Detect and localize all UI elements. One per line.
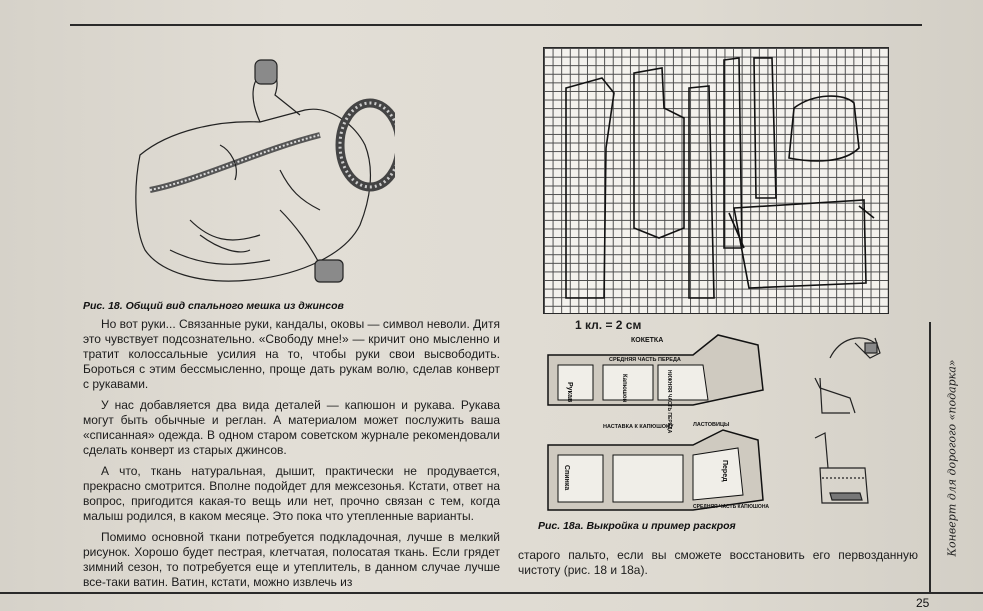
bottom-rule	[0, 592, 983, 594]
top-rule	[70, 24, 922, 26]
label-rukav: Рукав	[566, 382, 573, 403]
paragraph-2: У нас добавляется два вида деталей — кап…	[83, 398, 500, 457]
label-srednyaya-pered: СРЕДНЯЯ ЧАСТЬ ПЕРЕДА	[609, 357, 681, 363]
label-kaposhon: Капюшон	[621, 374, 627, 402]
figure-18-caption: Рис. 18. Общий вид спального мешка из дж…	[83, 300, 344, 312]
pattern-grid	[543, 47, 889, 314]
paragraph-1: Но вот руки... Связанные руки, кандалы, …	[83, 317, 500, 391]
running-title: Конверт для дорогого «подарка»	[944, 330, 960, 585]
label-pered: Перед	[721, 460, 728, 482]
label-lastovitsy: ЛАСТОВИЦЫ	[693, 422, 730, 428]
vertical-rule	[929, 322, 931, 592]
label-spinka: Спинка	[563, 465, 570, 490]
label-srednyaya-kaposhon: СРЕДНЯЯ ЧАСТЬ КАПЮШОНА	[693, 504, 769, 510]
running-title-text: Конверт для дорогого «подарка»	[945, 358, 959, 557]
figure-18a-caption: Рис. 18а. Выкройка и пример раскроя	[538, 520, 736, 532]
page-number: 25	[916, 596, 930, 610]
sleeping-bag-illustration	[135, 59, 395, 283]
scale-label: 1 кл. = 2 см	[575, 318, 642, 332]
main-text-column: Но вот руки... Связанные руки, кандалы, …	[83, 317, 500, 590]
sewing-detail-sketches	[814, 337, 881, 504]
pattern-pieces	[565, 57, 875, 299]
label-nizhnyaya-pered: НИЖНЯЯ ЧАСТЬ ПЕРЕДА	[666, 370, 672, 434]
paragraph-3: А что, ткань натуральная, дышит, практич…	[83, 464, 500, 523]
label-koketka: КОКЕТКА	[631, 337, 663, 344]
cutting-layout-diagram: КОКЕТКА Рукав СРЕДНЯЯ ЧАСТЬ ПЕРЕДА Капюш…	[547, 334, 769, 511]
label-nastavka: НАСТАВКА К КАПЮШОНУ	[603, 424, 674, 430]
paragraph-5: старого пальто, если вы сможете восстано…	[518, 548, 918, 577]
paragraph-4: Помимо основной ткани потребуется подкла…	[83, 530, 500, 589]
second-text-column: старого пальто, если вы сможете восстано…	[518, 548, 918, 578]
